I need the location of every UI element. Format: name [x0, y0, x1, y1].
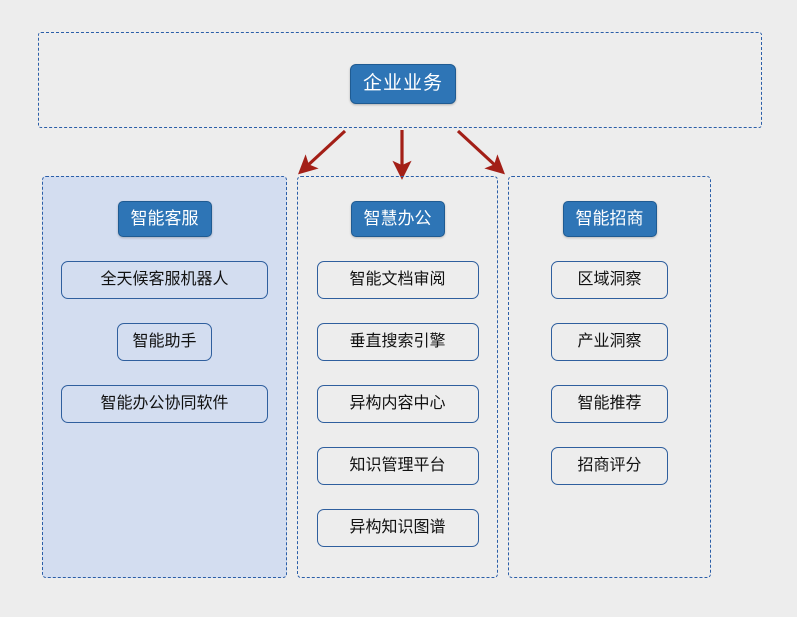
- item-intelligent-recommendation[interactable]: 智能推荐: [551, 385, 668, 423]
- item-intelligent-document-review[interactable]: 智能文档审阅: [316, 261, 479, 299]
- column-header-intelligent-investment[interactable]: 智能招商: [562, 201, 657, 237]
- item-smart-office-collaboration-software[interactable]: 智能办公协同软件: [61, 385, 268, 423]
- item-industry-insight[interactable]: 产业洞察: [551, 323, 668, 361]
- arrow-to-customer-service-icon: [298, 129, 347, 175]
- item-knowledge-management-platform[interactable]: 知识管理平台: [316, 447, 479, 485]
- root-node-enterprise-business[interactable]: 企业业务: [350, 64, 456, 104]
- arrow-to-investment-icon: [456, 129, 505, 175]
- item-intelligent-assistant[interactable]: 智能助手: [117, 323, 212, 361]
- item-heterogeneous-knowledge-graph[interactable]: 异构知识图谱: [316, 509, 479, 547]
- column-panel-investment: 智能招商 区域洞察 产业洞察 智能推荐 招商评分: [508, 176, 711, 578]
- top-group-container: [38, 32, 762, 128]
- item-regional-insight[interactable]: 区域洞察: [551, 261, 668, 299]
- column-panel-smart-office: 智慧办公 智能文档审阅 垂直搜索引擎 异构内容中心 知识管理平台 异构知识图谱: [297, 176, 498, 578]
- column-header-customer-service[interactable]: 智能客服: [117, 201, 212, 237]
- column-header-smart-office[interactable]: 智慧办公: [350, 201, 445, 237]
- item-investment-scoring[interactable]: 招商评分: [551, 447, 668, 485]
- column-panel-customer-service: 智能客服 全天候客服机器人 智能助手 智能办公协同软件: [42, 176, 287, 578]
- item-heterogeneous-content-center[interactable]: 异构内容中心: [316, 385, 479, 423]
- item-all-day-service-robot[interactable]: 全天候客服机器人: [61, 261, 268, 299]
- item-vertical-search-engine[interactable]: 垂直搜索引擎: [316, 323, 479, 361]
